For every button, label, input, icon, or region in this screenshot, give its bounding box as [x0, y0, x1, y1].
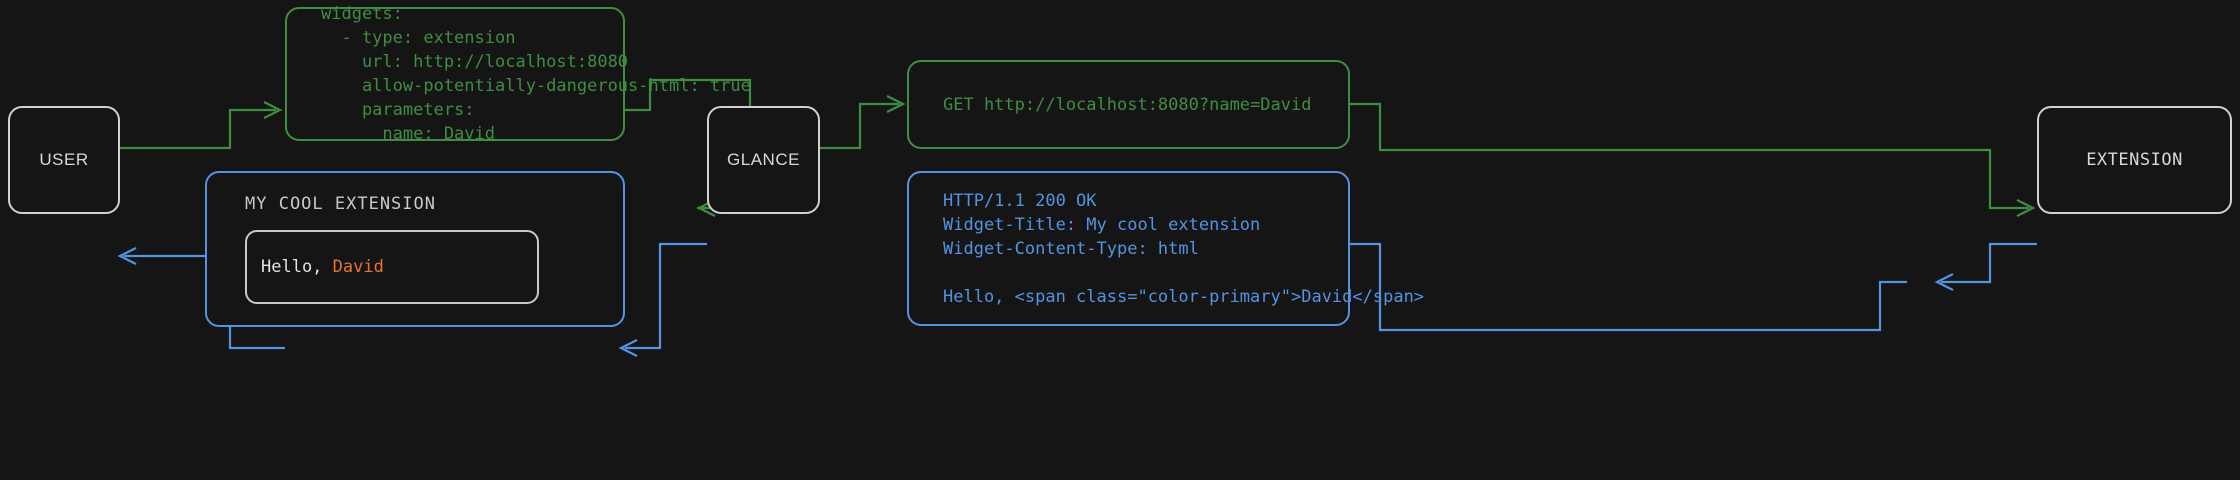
arrowhead-widget-to-user: [117, 247, 137, 265]
message-yaml-config[interactable]: widgets: - type: extension url: http://l…: [285, 4, 751, 144]
node-extension-label: EXTENSION: [2086, 150, 2183, 170]
node-extension[interactable]: EXTENSION: [2037, 106, 2232, 214]
edge-glance-to-request: [820, 102, 899, 150]
node-glance[interactable]: GLANCE: [707, 106, 820, 214]
edge-extension-to-response: [1941, 242, 2037, 284]
widget-title: MY COOL EXTENSION: [245, 194, 436, 214]
edge-user-to-config: [120, 108, 276, 150]
arrowhead-request-to-extension: [2016, 199, 2036, 217]
widget-card: Hello, David: [245, 230, 539, 304]
node-user[interactable]: USER: [8, 106, 120, 214]
get-request-text: GET http://localhost:8080?name=David: [943, 94, 1312, 115]
arrowhead-extension-to-response: [1934, 273, 1954, 291]
edge-request-to-extension: [1350, 102, 2029, 210]
widget-card-text: Hello, David: [247, 257, 384, 277]
edge-glance-to-widget: [625, 242, 707, 350]
widget-body: MY COOL EXTENSION Hello, David: [207, 194, 623, 304]
widget-accent-name: David: [332, 257, 384, 277]
widget-greeting-text: Hello,: [261, 257, 333, 277]
node-glance-label: GLANCE: [727, 150, 800, 169]
http-response-text: HTTP/1.1 200 OK Widget-Title: My cool ex…: [943, 190, 1425, 307]
arrowhead-user-to-config: [263, 101, 283, 119]
message-get-request[interactable]: GET http://localhost:8080?name=David: [907, 60, 1350, 149]
message-http-response[interactable]: HTTP/1.1 200 OK Widget-Title: My cool ex…: [907, 171, 1425, 326]
message-rendered-widget[interactable]: MY COOL EXTENSION Hello, David: [205, 171, 625, 327]
yaml-config-text: widgets: - type: extension url: http://l…: [321, 4, 751, 144]
arrowhead-glance-to-request: [886, 95, 906, 113]
node-user-label: USER: [39, 150, 89, 169]
arrowhead-glance-to-widget: [618, 339, 638, 357]
